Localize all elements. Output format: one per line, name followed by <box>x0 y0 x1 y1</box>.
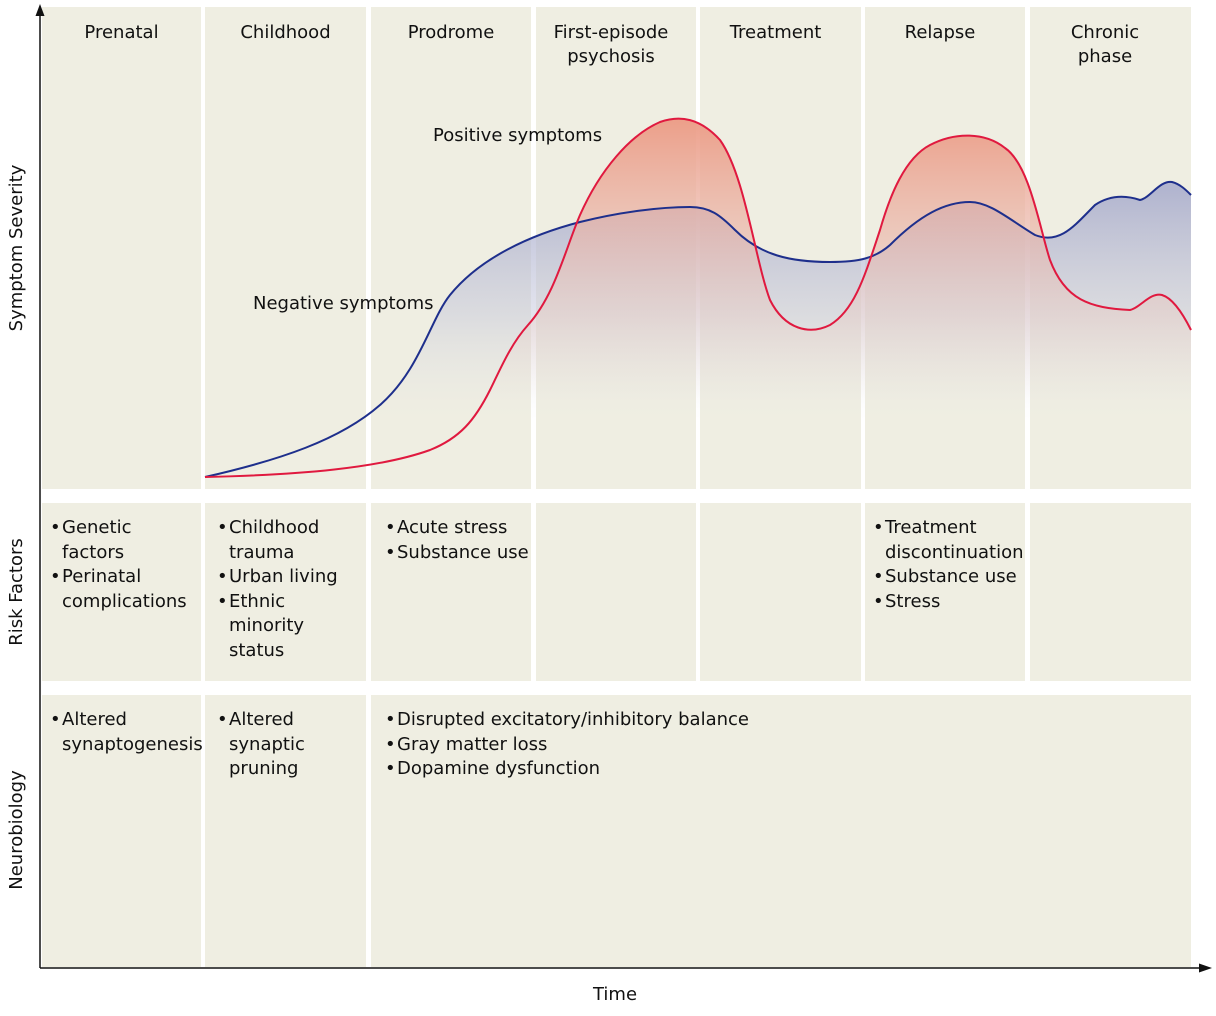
list-item: Perinatal complications <box>50 565 198 614</box>
risk-cell-chronic <box>1030 503 1191 681</box>
neuro-list-prodrome-onward: Disrupted excitatory/inhibitory balance … <box>385 708 905 782</box>
phase-label-prenatal: Prenatal <box>84 22 159 43</box>
negative-symptoms-line <box>204 180 1192 478</box>
x-axis-label: Time <box>592 984 638 1005</box>
risk-factors-row-label: Risk Factors <box>6 538 27 646</box>
negative-symptoms-label: Negative symptoms <box>253 293 434 314</box>
phase-label-chronic: Chronic phase <box>1070 22 1140 67</box>
phase-label-first-episode: First-episode psychosis <box>553 22 669 67</box>
risk-cell-treatment <box>700 503 861 681</box>
list-item: Stress <box>873 590 1025 615</box>
neuro-list-prenatal: Altered synaptogenesis <box>50 708 203 757</box>
list-item: Ethnic minority status <box>217 590 362 664</box>
risk-list-childhood: Childhood trauma Urban living Ethnic min… <box>217 516 362 663</box>
x-axis-arrowhead <box>1199 963 1212 973</box>
neurobiology-row-label: Neurobiology <box>6 770 27 890</box>
list-item: Childhood trauma <box>217 516 362 565</box>
risk-list-prodrome: Acute stress Substance use <box>385 516 530 565</box>
list-item: Gray matter loss <box>385 733 905 758</box>
phase-column-prenatal <box>42 7 201 489</box>
list-item: Genetic factors <box>50 516 198 565</box>
phase-label-prodrome: Prodrome <box>407 22 495 43</box>
phase-label-relapse: Relapse <box>904 22 976 43</box>
phase-column-childhood <box>205 7 366 489</box>
list-item: Urban living <box>217 565 362 590</box>
positive-symptoms-label: Positive symptoms <box>433 125 603 146</box>
risk-cell-first-episode <box>536 503 696 681</box>
list-item: Acute stress <box>385 516 530 541</box>
risk-list-prenatal: Genetic factors Perinatal complications <box>50 516 198 614</box>
list-item: Disrupted excitatory/inhibitory balance <box>385 708 905 733</box>
y-axis-label: Symptom Severity <box>6 164 27 332</box>
list-item: Treatment discontinuation <box>873 516 1025 565</box>
list-item: Dopamine dysfunction <box>385 757 905 782</box>
risk-list-relapse: Treatment discontinuation Substance use … <box>873 516 1025 614</box>
list-item: Altered synaptic pruning <box>217 708 327 782</box>
phase-label-childhood: Childhood <box>240 22 331 43</box>
y-axis-arrowhead <box>35 4 45 16</box>
positive-symptoms-area <box>205 118 1191 489</box>
list-item: Altered synaptogenesis <box>50 708 203 757</box>
list-item: Substance use <box>385 541 530 566</box>
phase-label-treatment: Treatment <box>729 22 822 43</box>
positive-symptoms-line <box>204 117 1192 478</box>
list-item: Substance use <box>873 565 1025 590</box>
neuro-list-childhood: Altered synaptic pruning <box>217 708 327 782</box>
